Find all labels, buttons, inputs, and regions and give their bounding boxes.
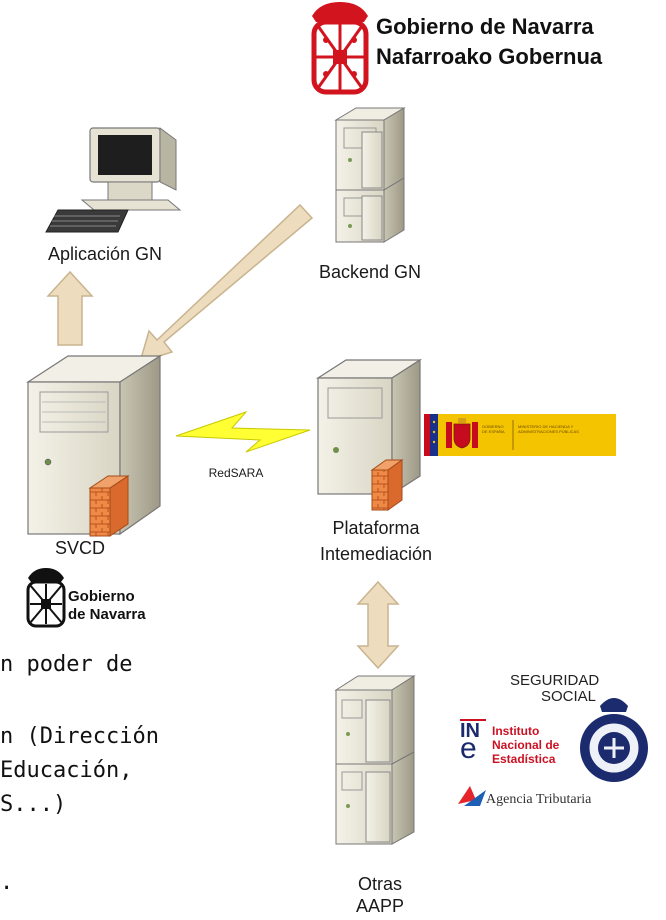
navarra-coat-of-arms-icon <box>311 2 369 95</box>
ministerio-hacienda-logo <box>424 414 616 456</box>
svcd-server-icon <box>25 354 163 537</box>
ine-mark: IN <box>460 720 480 742</box>
gobierno-espana-text: GOBIERNO DE ESPAÑA <box>482 424 505 434</box>
body-text-line-3: Educación, <box>0 758 133 783</box>
arrow-plataforma-otras <box>356 580 400 670</box>
redsara-label: RedSARA <box>208 466 264 480</box>
svcd-label: SVCD <box>54 538 105 558</box>
computer-icon <box>45 127 182 233</box>
navarra-small-logo-icon <box>26 568 66 628</box>
otras-aapp-servers-icon <box>334 675 416 845</box>
ine-line-2: Nacional de <box>492 738 560 752</box>
seguridad-social-line-2: SOCIAL <box>540 688 596 705</box>
arrow-svcd-to-aplicacion <box>46 270 94 346</box>
body-text-line-2: n (Dirección <box>0 724 159 749</box>
agencia-tributaria-icon <box>458 786 486 806</box>
otras-aapp-label-line-2: AAPP <box>355 896 405 916</box>
aplicacion-label: Aplicación GN <box>47 244 163 264</box>
navarra-logo-line-1: Gobierno de Navarra <box>376 14 594 39</box>
ministerio-text: MINISTERIO DE HACIENDA Y ADMINISTRACIONE… <box>518 424 579 434</box>
otras-aapp-label-line-1: Otras <box>357 874 402 894</box>
ine-line-1: Instituto <box>492 724 540 738</box>
policia-nacional-emblem-icon <box>580 698 648 782</box>
backend-label: Backend GN <box>318 262 422 282</box>
seguridad-social-line-1: SEGURIDAD <box>510 672 600 689</box>
ine-e-mark: e <box>460 732 477 765</box>
navarra-logo-line-2: Nafarroako Gobernua <box>376 44 603 69</box>
spain-shield-icon <box>446 418 478 449</box>
redsara-lightning <box>175 410 311 453</box>
plataforma-label-line-2: Intemediación <box>319 544 433 564</box>
plataforma-server-icon <box>315 358 423 511</box>
small-logo-line-1: Gobierno <box>68 588 135 605</box>
plataforma-label-line-1: Plataforma <box>332 518 420 538</box>
body-text-line-1: n poder de <box>0 652 133 677</box>
body-text-line-4: S...) <box>0 792 67 817</box>
backend-servers-icon <box>334 107 406 243</box>
arrow-backend-to-svcd <box>138 203 314 364</box>
body-text-line-5: . <box>0 870 14 895</box>
agencia-tributaria-text: Agencia Tributaria <box>486 792 592 807</box>
small-logo-line-2: de Navarra <box>68 606 146 623</box>
ine-line-3: Estadística <box>492 752 556 766</box>
